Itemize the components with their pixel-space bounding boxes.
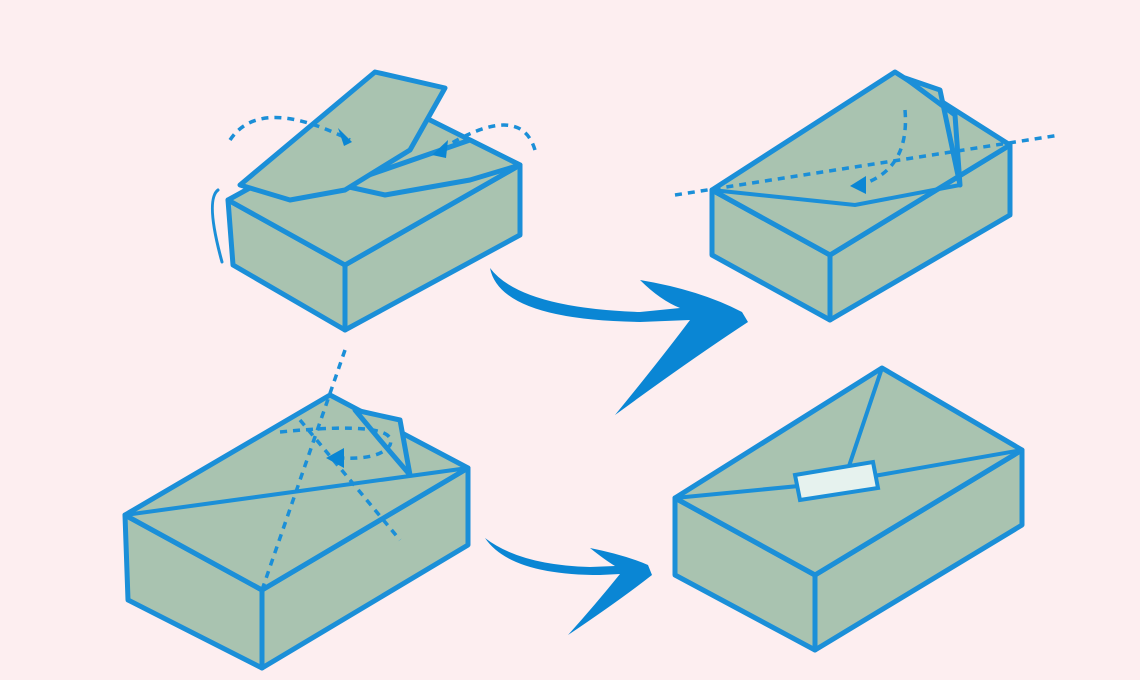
fold-arrowhead: [338, 128, 352, 146]
tape-label: [792, 459, 881, 503]
box-top-face: [709, 69, 1013, 258]
step-1-box: [210, 69, 537, 333]
curved-arrow-icon: [485, 538, 652, 635]
fold-arrow: [279, 426, 393, 460]
fold-arrow-left: [228, 115, 351, 142]
right-flap: [337, 137, 523, 198]
fold-arrowhead: [432, 140, 448, 158]
fold-arrowhead: [850, 176, 866, 194]
fold-arrowhead: [326, 448, 344, 468]
fold-guide-vertical: [260, 349, 347, 591]
step-3-box: [122, 349, 471, 671]
step-arrow-2: [485, 538, 652, 635]
fold-line: [710, 183, 962, 208]
curved-arrow-icon: [490, 268, 748, 415]
step-2-box: [674, 69, 1061, 323]
flap: [902, 75, 963, 188]
fold-line-vertical: [843, 366, 884, 480]
fold-guide-diagonal: [298, 418, 402, 542]
paper-edge: [210, 188, 224, 264]
step-arrow-1: [490, 268, 748, 415]
fold-arrow-right: [439, 123, 537, 152]
step-4-box: [672, 365, 1025, 653]
